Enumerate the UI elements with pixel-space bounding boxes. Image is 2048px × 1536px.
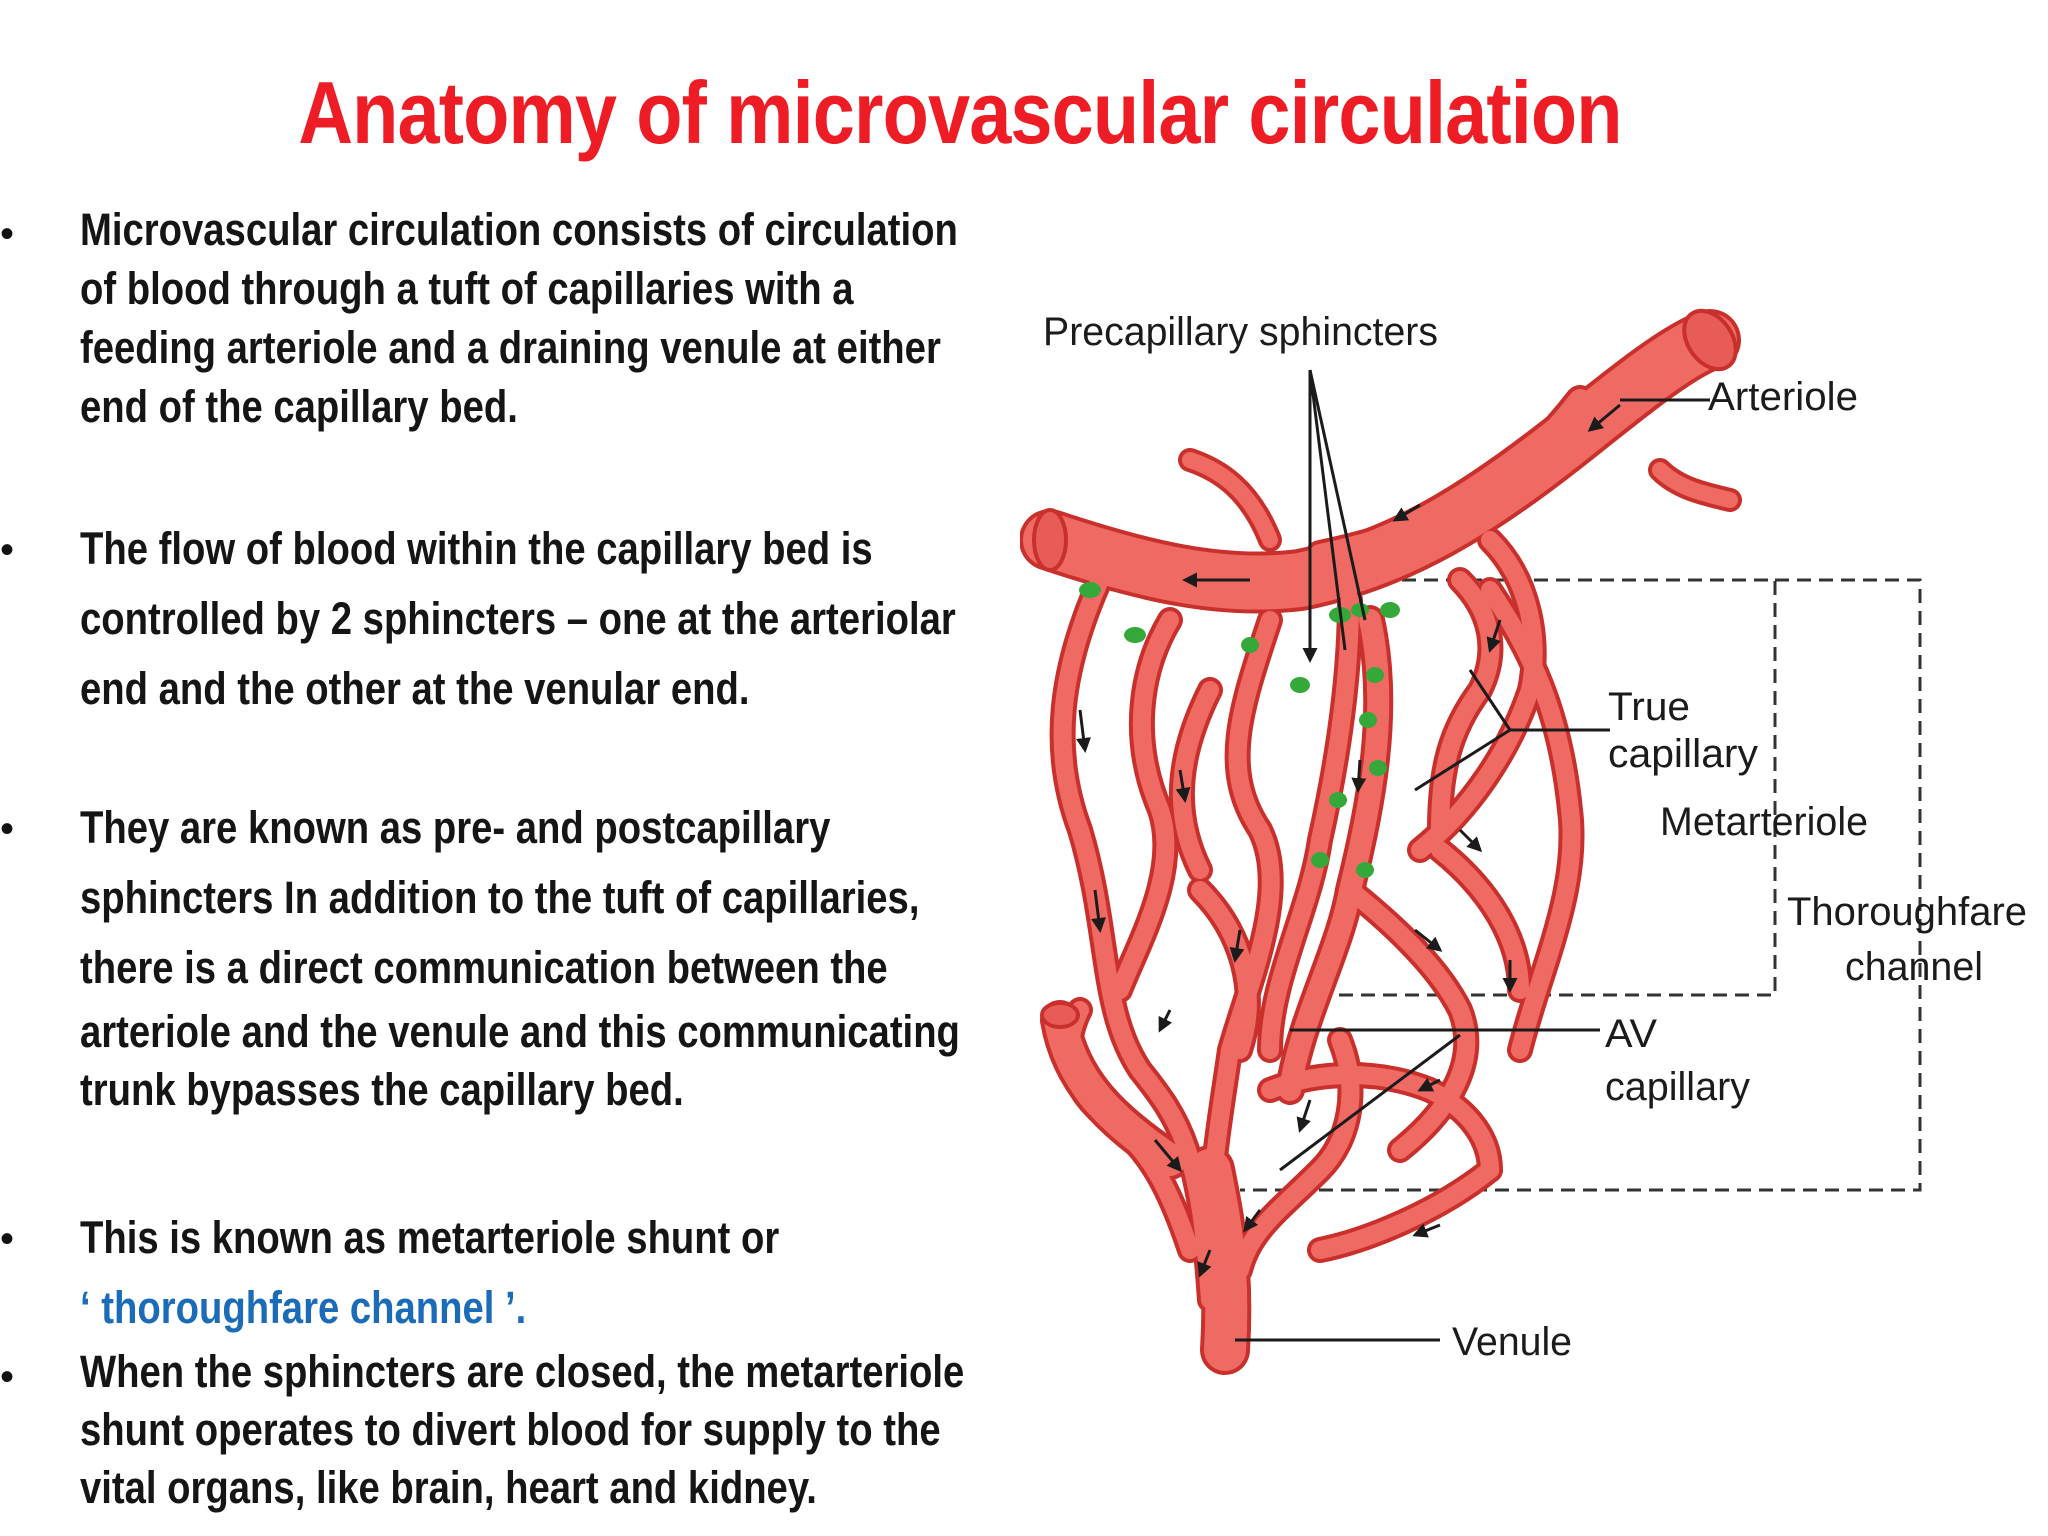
bullet-marker: • bbox=[0, 528, 15, 572]
bullet-line: vital organs, like brain, heart and kidn… bbox=[80, 1462, 817, 1513]
bullet-line: Microvascular circulation consists of ci… bbox=[80, 204, 958, 255]
slide-title: Anatomy of microvascular circulation bbox=[298, 63, 1622, 162]
bullet-line: sphincters In addition to the tuft of ca… bbox=[80, 872, 920, 923]
bullet-line: trunk bypasses the capillary bed. bbox=[80, 1064, 684, 1115]
bullet-line: shunt operates to divert blood for suppl… bbox=[80, 1404, 941, 1455]
label-av-capillary-2: capillary bbox=[1605, 1065, 1750, 1109]
bullet-line: arteriole and the venule and this commun… bbox=[80, 1006, 960, 1057]
bullet-marker: • bbox=[0, 807, 15, 851]
capillary-network bbox=[1020, 309, 1742, 1375]
bullet-text: This is known as metarteriole shunt or ‘… bbox=[80, 1203, 1015, 1343]
flow-arrows bbox=[1076, 403, 1621, 1278]
vessel-openings bbox=[1032, 308, 1738, 1029]
label-arteriole: Arteriole bbox=[1708, 375, 1858, 419]
bullet-text: When the sphincters are closed, the meta… bbox=[80, 1343, 1015, 1517]
leader-lines bbox=[1235, 369, 1710, 1342]
bullet-text: They are known as pre- and postcapillary… bbox=[80, 793, 1015, 1119]
bullet-line: end and the other at the venular end. bbox=[80, 663, 750, 714]
bullet-line: This is known as metarteriole shunt or bbox=[80, 1212, 780, 1263]
bullet-text: Microvascular circulation consists of ci… bbox=[80, 200, 1015, 436]
bullet-list: • Microvascular circulation consists of … bbox=[0, 200, 1015, 1517]
bullet-line: of blood through a tuft of capillaries w… bbox=[80, 263, 854, 314]
label-metarteriole: Metarteriole bbox=[1660, 800, 1868, 844]
bullet-line: end of the capillary bed. bbox=[80, 381, 518, 432]
label-true-capillary-1: True bbox=[1608, 685, 1690, 729]
bullet-text: The flow of blood within the capillary b… bbox=[80, 514, 1015, 724]
microvascular-diagram: Precapillary sphincters Arteriole True c… bbox=[1020, 308, 2027, 1375]
thoroughfare-highlight: ‘ thoroughfare channel ’. bbox=[80, 1282, 527, 1333]
bullet-line: The flow of blood within the capillary b… bbox=[80, 523, 873, 574]
bullet-marker: • bbox=[0, 1217, 15, 1261]
bullet-marker: • bbox=[0, 212, 15, 256]
label-precapillary-sphincters: Precapillary sphincters bbox=[1043, 310, 1438, 354]
bullet-line: controlled by 2 sphincters – one at the … bbox=[80, 593, 956, 644]
bullet-line: When the sphincters are closed, the meta… bbox=[80, 1346, 965, 1397]
bullet-line: there is a direct communication between … bbox=[80, 942, 888, 993]
label-venule: Venule bbox=[1452, 1320, 1572, 1364]
bullet-line: feeding arteriole and a draining venule … bbox=[80, 322, 941, 373]
label-true-capillary-2: capillary bbox=[1608, 732, 1758, 776]
bullet-marker: • bbox=[0, 1355, 15, 1399]
bullet-line: They are known as pre- and postcapillary bbox=[80, 802, 831, 853]
label-av-capillary-1: AV bbox=[1605, 1012, 1657, 1056]
label-thoroughfare-1: Thoroughfare bbox=[1787, 890, 2027, 934]
label-thoroughfare-2: channel bbox=[1845, 945, 1983, 989]
sphincters bbox=[1079, 582, 1400, 878]
